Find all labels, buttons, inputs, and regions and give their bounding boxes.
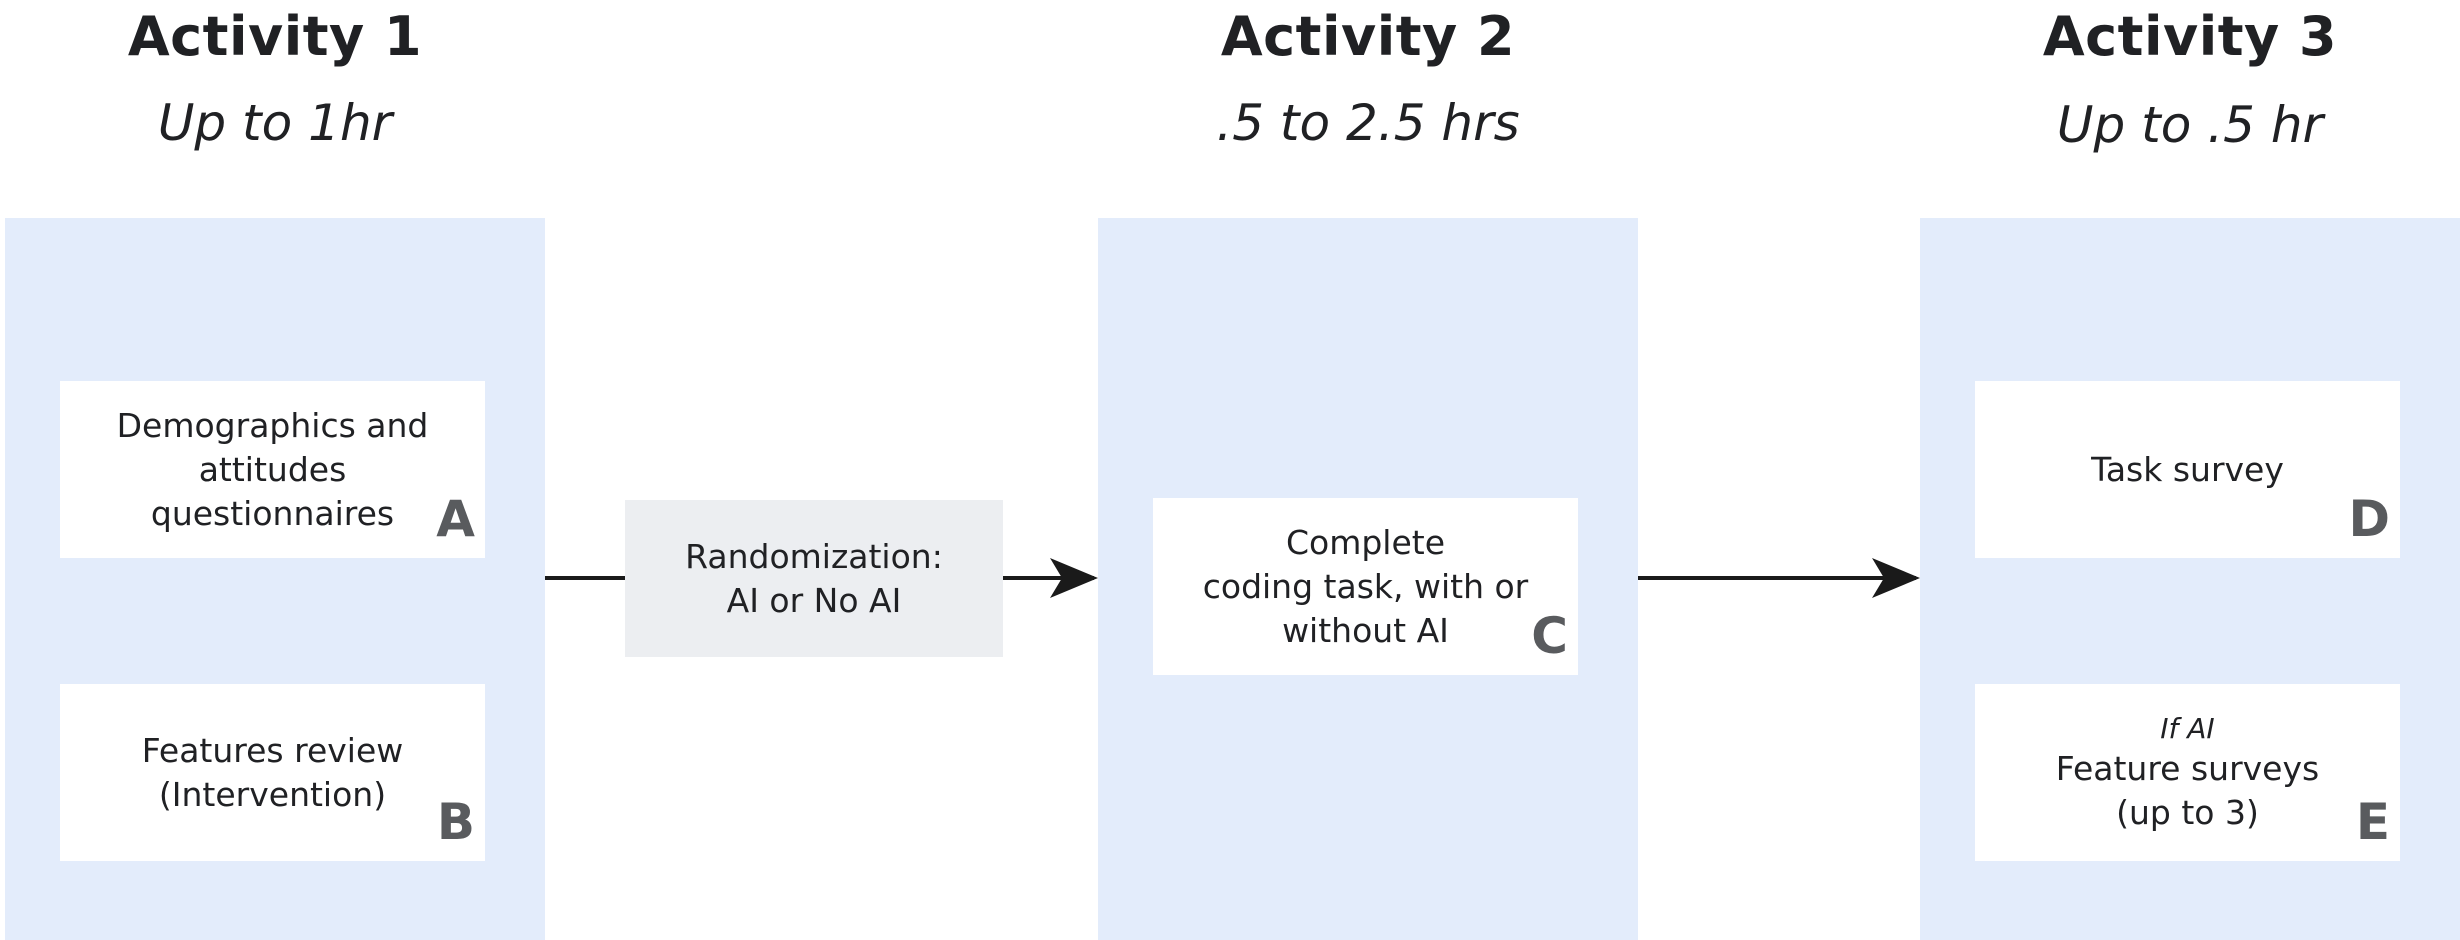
card-text-line: coding task, with or [1202,566,1529,606]
step-letter-e: E [2355,793,2390,851]
card-text-line: Features review [141,730,404,770]
card-features-review-text: Features review (Intervention) [142,729,404,817]
card-condition-note: If AI [2160,711,2215,745]
activity-1-panel: Demographics and attitudes questionnaire… [5,218,545,940]
card-coding-task: Complete coding task, with or without AI… [1153,498,1578,675]
activity-2-duration: .5 to 2.5 hrs [1216,94,1520,152]
step-letter-d: D [2348,490,2390,548]
activity-1-title: Activity 1 [127,5,423,68]
card-text-line: questionnaires [150,493,395,533]
card-text-line: Complete [1285,522,1446,562]
randomization-line: Randomization: [685,536,943,576]
activity-2-panel: Complete coding task, with or without AI… [1098,218,1638,940]
step-letter-c: C [1531,607,1568,665]
randomization-text: Randomization: AI or No AI [685,535,943,623]
card-text-line: Feature surveys [2055,748,2320,788]
card-text-line: Demographics and [116,405,429,445]
card-feature-surveys: If AI Feature surveys (up to 3) E [1975,684,2400,861]
card-demographics-text: Demographics and attitudes questionnaire… [117,404,429,536]
card-text-line: Task survey [2091,449,2284,489]
step-letter-a: A [436,490,475,548]
activity-2-title: Activity 2 [1220,5,1516,68]
activity-1-duration: Up to 1hr [157,94,393,152]
card-text-line: (up to 3) [2116,792,2259,832]
card-text-line: without AI [1282,610,1449,650]
activity-3-duration: Up to .5 hr [2056,96,2324,154]
step-letter-b: B [436,793,475,851]
card-text-line: attitudes [198,449,347,489]
card-task-survey-text: Task survey [2091,448,2284,492]
card-task-survey: Task survey D [1975,381,2400,558]
randomization-box: Randomization: AI or No AI [625,500,1003,657]
randomization-line: AI or No AI [726,580,902,620]
card-text-line: (Intervention) [158,774,387,814]
activity-3-panel: Task survey D If AI Feature surveys (up … [1920,218,2460,940]
activity-3-title: Activity 3 [2042,5,2338,68]
card-feature-surveys-text: If AI Feature surveys (up to 3) [2056,711,2319,835]
card-features-review: Features review (Intervention) B [60,684,485,861]
card-demographics: Demographics and attitudes questionnaire… [60,381,485,558]
card-coding-task-text: Complete coding task, with or without AI [1203,521,1529,653]
